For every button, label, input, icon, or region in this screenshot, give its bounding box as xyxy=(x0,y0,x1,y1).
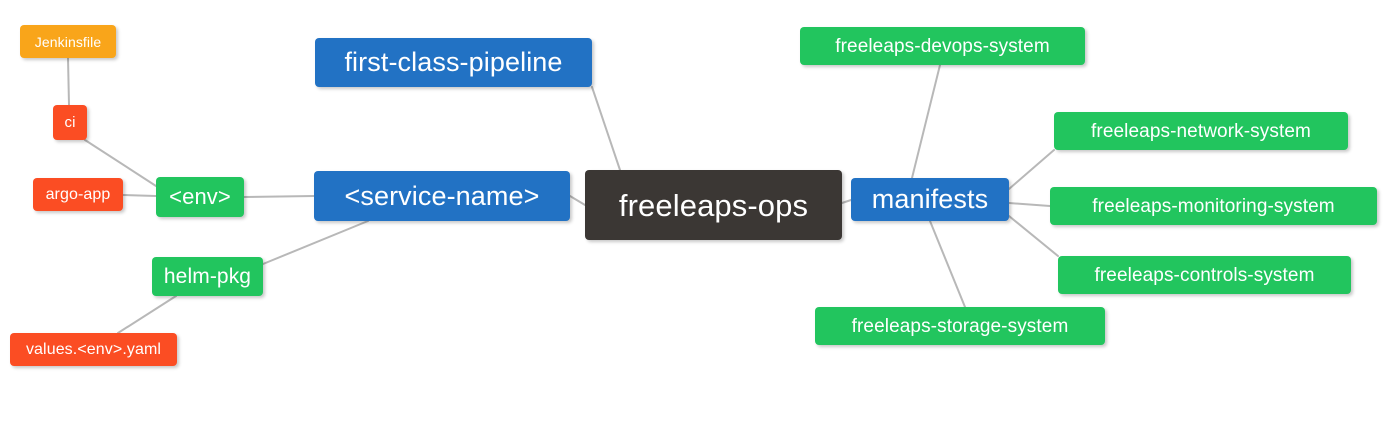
mindmap-node-service-name[interactable]: <service-name> xyxy=(314,171,570,221)
mindmap-node-helm-pkg[interactable]: helm-pkg xyxy=(152,257,263,296)
edge-manifests-to-freeleaps-storage-system xyxy=(929,220,966,308)
mindmap-node-freeleaps-devops-system[interactable]: freeleaps-devops-system xyxy=(800,27,1085,65)
edge-env-to-argo-app xyxy=(122,194,157,197)
edge-service-name-to-helm-pkg xyxy=(262,220,369,265)
edge-freeleaps-ops-to-service-name xyxy=(569,195,586,206)
edge-freeleaps-ops-to-first-class-pipeline xyxy=(591,86,621,171)
edge-freeleaps-ops-to-manifests xyxy=(841,199,852,204)
edge-service-name-to-env xyxy=(243,195,315,198)
edge-helm-pkg-to-values-env-yaml xyxy=(117,295,177,334)
mindmap-node-freeleaps-ops[interactable]: freeleaps-ops xyxy=(585,170,842,240)
mindmap-node-freeleaps-monitoring-system[interactable]: freeleaps-monitoring-system xyxy=(1050,187,1377,225)
edge-manifests-to-freeleaps-network-system xyxy=(1008,149,1055,190)
edge-manifests-to-freeleaps-monitoring-system xyxy=(1008,202,1051,207)
mindmap-node-freeleaps-storage-system[interactable]: freeleaps-storage-system xyxy=(815,307,1105,345)
mindmap-node-first-class-pipeline[interactable]: first-class-pipeline xyxy=(315,38,592,87)
mindmap-node-freeleaps-network-system[interactable]: freeleaps-network-system xyxy=(1054,112,1348,150)
mindmap-node-jenkinsfile[interactable]: Jenkinsfile xyxy=(20,25,116,58)
mindmap-node-manifests[interactable]: manifests xyxy=(851,178,1009,221)
edge-manifests-to-freeleaps-devops-system xyxy=(911,64,941,179)
mindmap-node-freeleaps-controls-system[interactable]: freeleaps-controls-system xyxy=(1058,256,1351,294)
mindmap-node-argo-app[interactable]: argo-app xyxy=(33,178,123,211)
edge-ci-to-jenkinsfile xyxy=(67,57,70,106)
mindmap-node-values-env-yaml[interactable]: values.<env>.yaml xyxy=(10,333,177,366)
mindmap-node-ci[interactable]: ci xyxy=(53,105,87,140)
mindmap-node-env[interactable]: <env> xyxy=(156,177,244,217)
